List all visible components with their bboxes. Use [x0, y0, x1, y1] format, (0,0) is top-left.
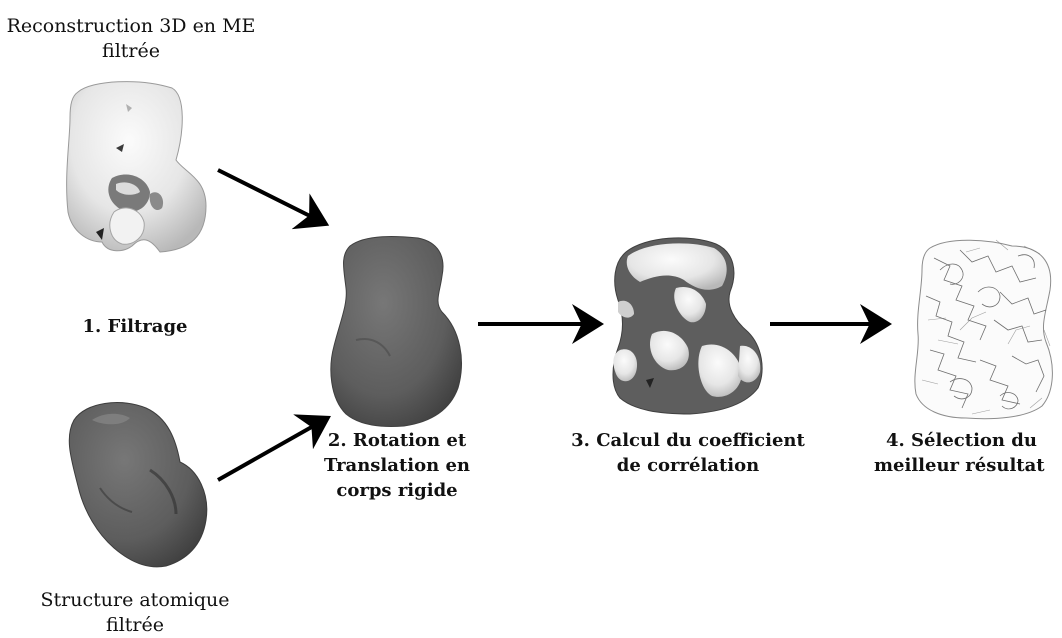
correlation-overlay-map [612, 237, 763, 415]
step-4-label-line2: meilleur résultat [874, 455, 1045, 476]
em-reconstruction-label-line2: filtrée [102, 40, 160, 62]
arrow-em-to-step2 [217, 168, 330, 230]
em-reconstruction-label-line1: Reconstruction 3D en ME [6, 15, 256, 37]
step-2-label-line2: Translation en [323, 455, 470, 476]
em-reconstruction-map [66, 81, 207, 253]
atomic-structure-label-line2: filtrée [106, 614, 164, 636]
step-2-label-line3: corps rigide [336, 480, 458, 501]
atomic-structure-label-line1: Structure atomique [40, 589, 230, 611]
arrow-atomic-to-step2 [217, 414, 331, 482]
step-3-label-line1: 3. Calcul du coefficient [571, 430, 805, 451]
step-1-label-line1: 1. Filtrage [82, 316, 188, 337]
step-3-label: 3. Calcul du coefficient de corrélation [568, 428, 808, 478]
step-2-label-line1: 2. Rotation et [327, 430, 467, 451]
em-reconstruction-label: Reconstruction 3D en ME filtrée [0, 14, 262, 64]
atomic-structure-map [68, 402, 208, 568]
filtered-map-rigid-body [330, 236, 462, 427]
step-2-label: 2. Rotation et Translation en corps rigi… [312, 428, 482, 503]
best-fit-wireframe-map [914, 239, 1053, 420]
step-4-label: 4. Sélection du meilleur résultat [874, 428, 1062, 478]
step-3-label-line2: de corrélation [616, 455, 760, 476]
step-1-label: 1. Filtrage [54, 314, 216, 339]
atomic-structure-label: Structure atomique filtrée [10, 588, 260, 638]
step-4-label-line1: 4. Sélection du [886, 430, 1037, 451]
